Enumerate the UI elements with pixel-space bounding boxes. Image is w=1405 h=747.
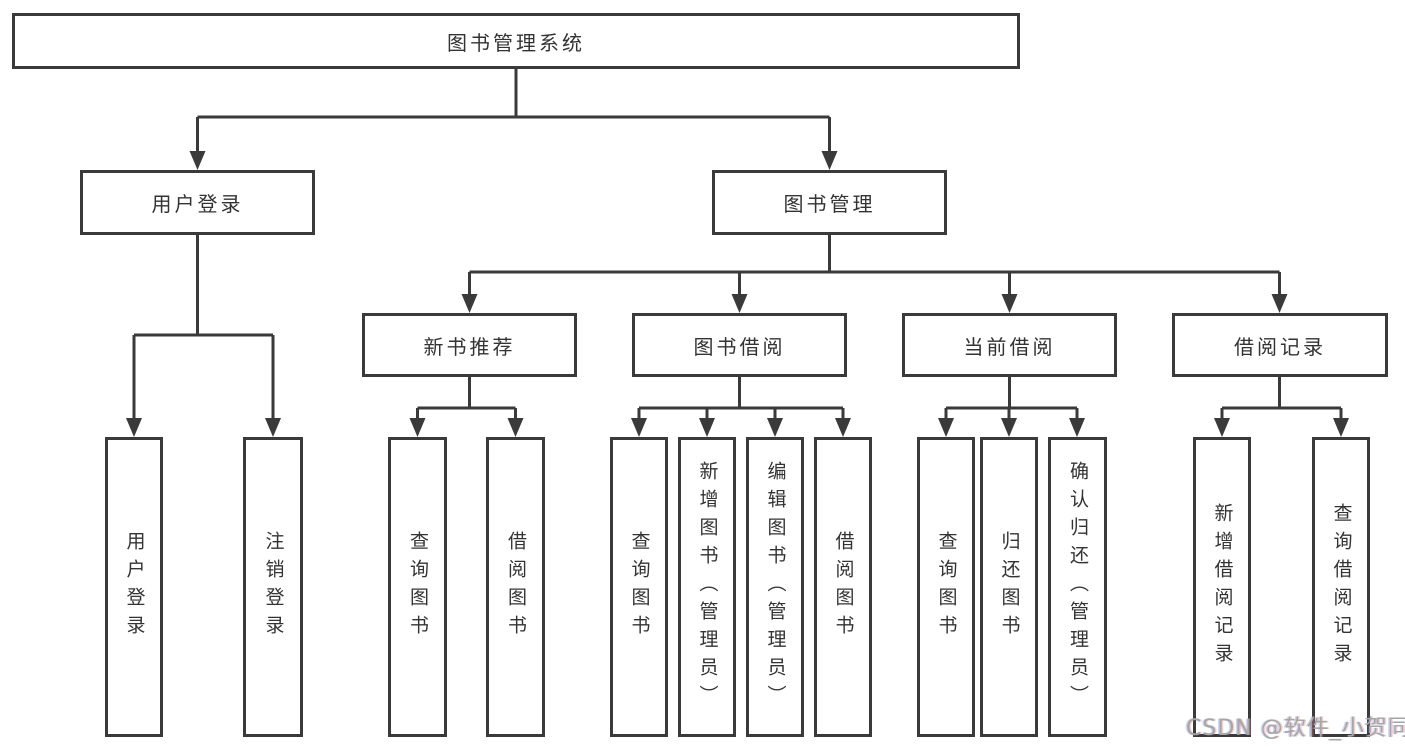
leaf-edit-books-admin: 编辑图书（管理员） — [746, 437, 804, 737]
leaf-user-login: 用户登录 — [105, 437, 163, 737]
node-book-management: 图书管理 — [712, 170, 947, 235]
leaf-add-books-admin: 新增图书（管理员） — [678, 437, 736, 737]
node-current-borrowing: 当前借阅 — [902, 313, 1117, 377]
node-library-management-system: 图书管理系统 — [12, 13, 1020, 69]
leaf-query-books-recommend: 查询图书 — [388, 437, 447, 737]
node-new-book-recommendation: 新书推荐 — [362, 313, 577, 377]
leaf-return-books: 归还图书 — [980, 437, 1038, 737]
leaf-borrow-books: 借阅图书 — [814, 437, 872, 737]
leaf-query-books-current: 查询图书 — [917, 437, 975, 737]
leaf-borrow-books-recommend: 借阅图书 — [486, 437, 545, 737]
leaf-query-borrow-record: 查询借阅记录 — [1312, 437, 1370, 737]
leaf-add-borrow-record: 新增借阅记录 — [1193, 437, 1251, 737]
leaf-confirm-return-admin: 确认归还（管理员） — [1048, 437, 1107, 737]
node-book-borrowing: 图书借阅 — [632, 313, 847, 377]
node-borrowing-records: 借阅记录 — [1172, 313, 1388, 377]
leaf-query-books-borrowing: 查询图书 — [610, 437, 668, 737]
node-user-login: 用户登录 — [80, 170, 315, 235]
csdn-watermark: CSDN @软件_小贺同学 — [1186, 716, 1405, 741]
leaf-logout: 注销登录 — [243, 437, 303, 737]
